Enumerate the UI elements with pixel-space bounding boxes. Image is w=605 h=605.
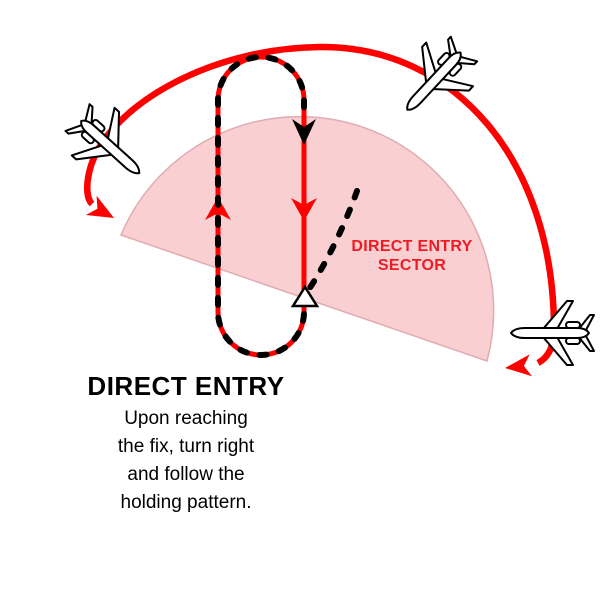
outer-arc-right-arrowhead <box>505 354 533 377</box>
fix-triangle-icon <box>290 284 320 308</box>
airplane-icon-left <box>55 92 162 198</box>
outer-arc-left-arrowhead <box>85 195 114 218</box>
racetrack-down-arrowhead <box>291 198 317 221</box>
caption-title: DIRECT ENTRY <box>87 371 285 401</box>
airplane-icon-top-right <box>382 26 489 133</box>
caption-body: Upon reaching the fix, turn right and fo… <box>117 408 255 513</box>
sector-label: DIRECT ENTRY SECTOR <box>351 238 473 274</box>
entry-path-black-arrowhead <box>292 119 316 145</box>
entry-path-dashed-overlay <box>215 54 307 358</box>
inbound-track-dashed-line <box>304 188 360 295</box>
racetrack-up-arrowhead <box>205 197 231 220</box>
direct-entry-sector-shape <box>119 115 495 362</box>
